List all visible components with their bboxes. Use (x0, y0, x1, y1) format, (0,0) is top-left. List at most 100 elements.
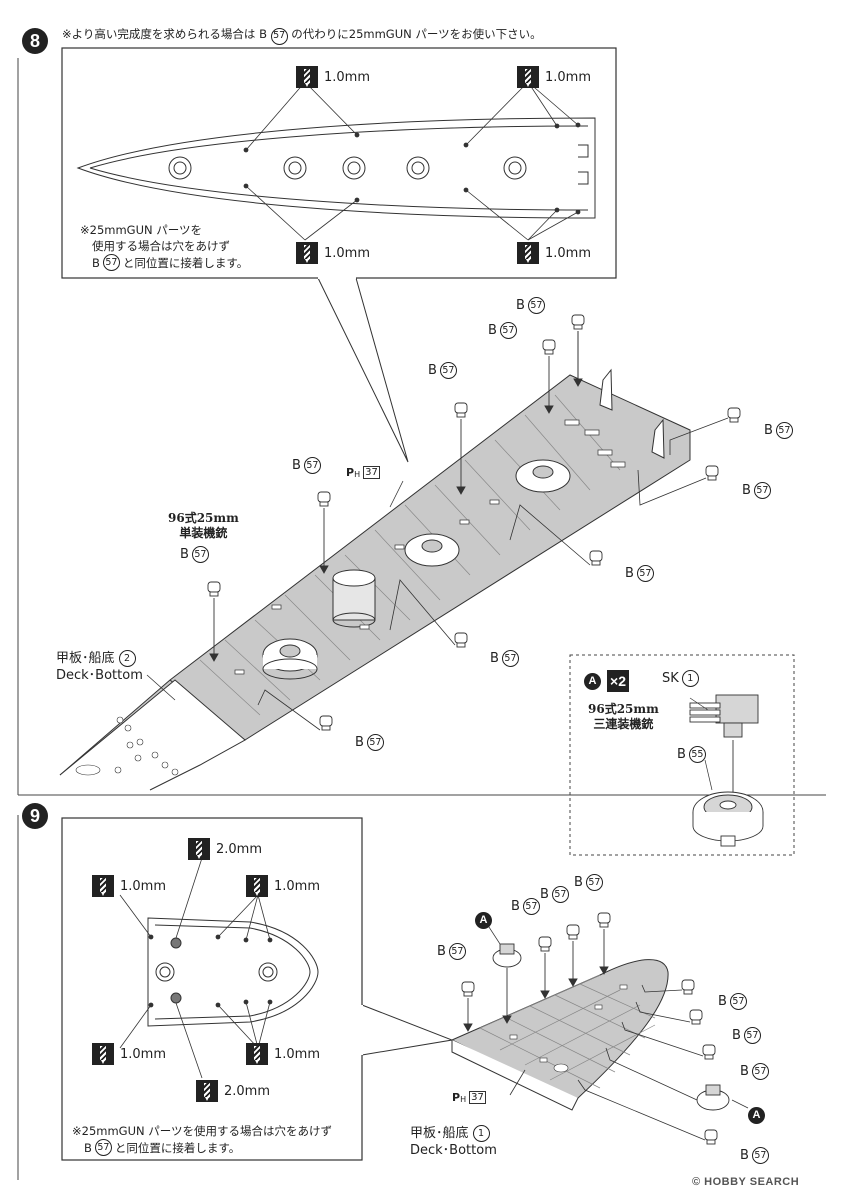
part-circle: 55 (688, 746, 706, 763)
marker-a: A (584, 672, 601, 690)
part-b57-label: B 57 (740, 1147, 769, 1164)
step-8-number: 8 (29, 30, 40, 51)
inset-note-text: と同位置に接着します。 (122, 255, 249, 270)
gun-mounts-9 (461, 912, 730, 1145)
ph-letter: P (452, 1090, 461, 1104)
single-gun-label: 96式25mm 単装機銃 (168, 511, 239, 541)
sk-letters: SK (662, 671, 679, 686)
marker-a-9-top: A (475, 908, 492, 929)
top-note-part-b: B (259, 27, 267, 41)
part-number: 57 (588, 877, 601, 888)
drill-size: 2.0mm (216, 841, 263, 857)
deck-number: 1 (477, 1128, 485, 1139)
part-number: 57 (306, 460, 319, 471)
part-number: 57 (754, 1150, 767, 1161)
part-letter: B (740, 1064, 749, 1079)
drill-size: 1.0mm (120, 1046, 167, 1062)
part-circle: 57 (303, 457, 321, 474)
part-circle: 57 (191, 546, 209, 563)
part-number: 57 (732, 996, 745, 1007)
drill-icon (517, 242, 539, 264)
part-letter: B (677, 747, 686, 762)
deck-circle: 1 (472, 1125, 490, 1142)
part-letter: B (516, 298, 525, 313)
inset-deck-outline-8 (76, 117, 596, 219)
inset-note-b: B (92, 255, 100, 270)
drill-icon (188, 838, 210, 860)
part-letter: B (540, 887, 549, 902)
drill-1mm-bottom-right: 1.0mm (517, 242, 591, 264)
marker-a: A (748, 1106, 765, 1124)
deck-bottom-label-9: 甲板･船底 1 Deck･Bottom (410, 1125, 497, 1159)
multiplier: ×2 (607, 670, 629, 692)
inset-deck-outline-9 (147, 917, 319, 1027)
deck-number: 2 (123, 653, 131, 664)
drill-icon (296, 66, 318, 88)
top-note-part-1: ※より高い完成度を求められる場合は (62, 27, 260, 41)
sk-number: 1 (687, 673, 694, 684)
deck-label-jp: 甲板･船底 (410, 1126, 469, 1141)
drill-1mm-top-left: 1.0mm (296, 66, 370, 88)
watermark: © HOBBY SEARCH (692, 1176, 800, 1188)
part-circle: 57 (636, 565, 654, 582)
part-circle: 57 (585, 874, 603, 891)
part-letter: B (488, 323, 497, 338)
part-circle: 57 (527, 297, 545, 314)
triple-gun-label: 96式25mm 三連装機銃 (588, 702, 659, 732)
part-b57-label: B 57 (516, 297, 545, 314)
part-circle: 57 (448, 943, 466, 960)
inset-note-line-2: B 57 と同位置に接着します。 (72, 1139, 332, 1156)
inset-note-circle: 57 (102, 254, 120, 271)
part-circle: 57 (551, 886, 569, 903)
part-b57-label: B 57 (511, 898, 540, 915)
drill-2mm-top: 2.0mm (188, 838, 262, 860)
part-number: 57 (754, 1066, 767, 1077)
part-number: 57 (530, 300, 543, 311)
part-number: 57 (194, 549, 207, 560)
drill-1mm-bottom-left: 1.0mm (296, 242, 370, 264)
part-circle: 57 (366, 734, 384, 751)
part-letter: B (764, 423, 773, 438)
part-circle: 57 (499, 322, 517, 339)
deck-label-jp: 甲板･船底 (56, 651, 115, 666)
drill-icon (246, 875, 268, 897)
drill-icon (92, 875, 114, 897)
inset-note-text: と同位置に接着します。 (114, 1140, 241, 1155)
ph-number: 37 (363, 465, 380, 479)
part-number: 57 (369, 737, 382, 748)
drill-size: 1.0mm (545, 245, 592, 261)
part-b57-label: B 57 (180, 546, 209, 563)
drill-size: 2.0mm (224, 1083, 271, 1099)
drill-size: 1.0mm (545, 69, 592, 85)
step-9-number: 9 (29, 805, 40, 826)
part-number: 57 (451, 946, 464, 957)
main-deck-9 (450, 959, 669, 1111)
part-number: 57 (554, 889, 567, 900)
part-number: 57 (525, 901, 538, 912)
drill-icon (196, 1080, 218, 1102)
drill-size: 1.0mm (120, 878, 167, 894)
drill-icon (92, 1043, 114, 1065)
drill-size: 1.0mm (274, 878, 321, 894)
part-letter: B (490, 651, 499, 666)
part-letter: B (511, 899, 520, 914)
deck-label-en: Deck･Bottom (410, 1143, 497, 1158)
drill-2mm-bottom: 2.0mm (196, 1080, 270, 1102)
part-letter: B (740, 1148, 749, 1163)
step-8-badge: 8 (22, 28, 48, 54)
inset-deck-rings-8 (168, 156, 527, 180)
drill-icon (296, 242, 318, 264)
part-letter: B (180, 547, 189, 562)
triple-gun-drawing (689, 694, 764, 847)
ph-letter: P (346, 465, 355, 479)
triple-gun-label-2: 三連装機銃 (593, 717, 654, 731)
